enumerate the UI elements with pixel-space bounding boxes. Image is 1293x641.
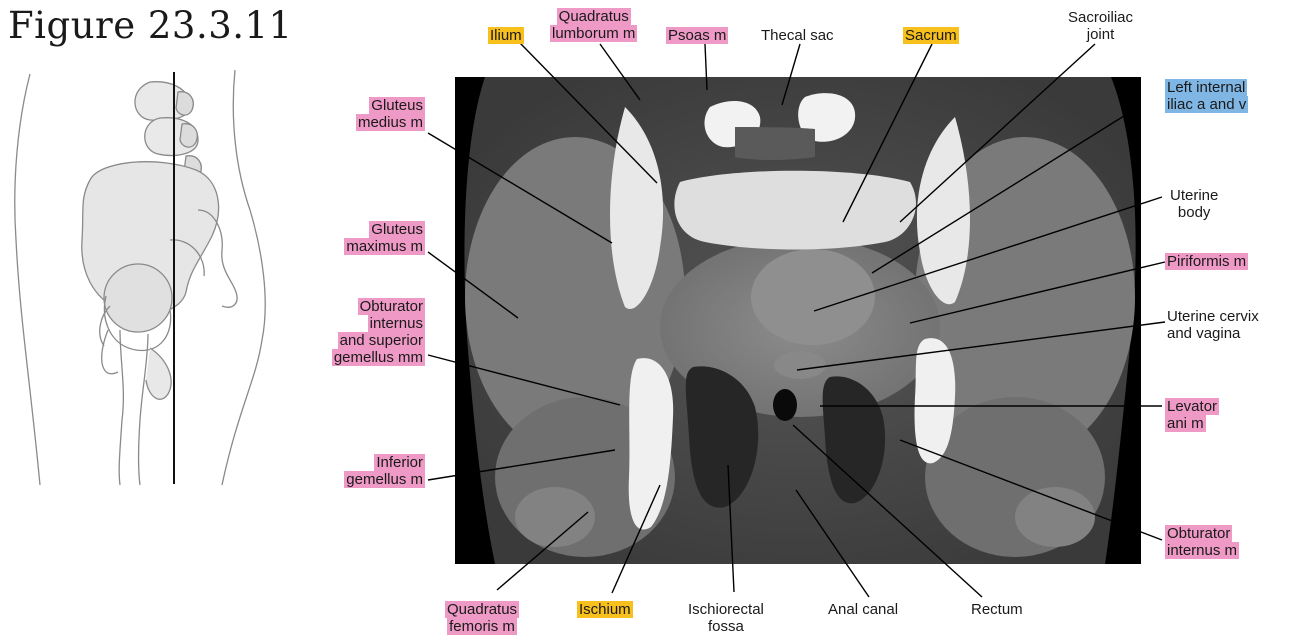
label-uterine-cervix-vagina: Uterine cervix and vagina <box>1167 308 1259 342</box>
ct-scan-image <box>455 77 1141 564</box>
label-sacrum: Sacrum <box>903 27 959 44</box>
label-inferior-gemellus: Inferior gemellus m <box>320 454 425 488</box>
label-rectum: Rectum <box>971 601 1023 618</box>
label-levator-ani: Levator ani m <box>1165 398 1219 432</box>
label-obturator-internus-superior-gemellus: Obturator internus and superior gemellus… <box>300 298 425 366</box>
label-gluteus-maximus: Gluteus maximus m <box>320 221 425 255</box>
label-gluteus-medius: Gluteus medius m <box>340 97 425 131</box>
label-quadratus-lumborum: Quadratus lumborum m <box>550 8 637 42</box>
label-sacroiliac-joint: Sacroiliac joint <box>1068 9 1133 43</box>
label-ischium: Ischium <box>577 601 633 618</box>
label-uterine-body: Uterine body <box>1170 187 1218 221</box>
figure-title: Figure 23.3.11 <box>8 4 293 47</box>
label-quadratus-femoris: Quadratus femoris m <box>445 601 519 635</box>
label-piriformis: Piriformis m <box>1165 253 1248 270</box>
label-ilium: Ilium <box>488 27 524 44</box>
label-left-internal-iliac: Left internal iliac a and v <box>1165 79 1248 113</box>
label-obturator-internus: Obturator internus m <box>1165 525 1239 559</box>
pelvis-orientation-sketch <box>0 60 290 490</box>
label-anal-canal: Anal canal <box>828 601 898 618</box>
label-ischiorectal-fossa: Ischiorectal fossa <box>688 601 764 635</box>
label-psoas: Psoas m <box>666 27 728 44</box>
ct-scan-drawing <box>455 77 1141 564</box>
label-thecal-sac: Thecal sac <box>761 27 834 44</box>
